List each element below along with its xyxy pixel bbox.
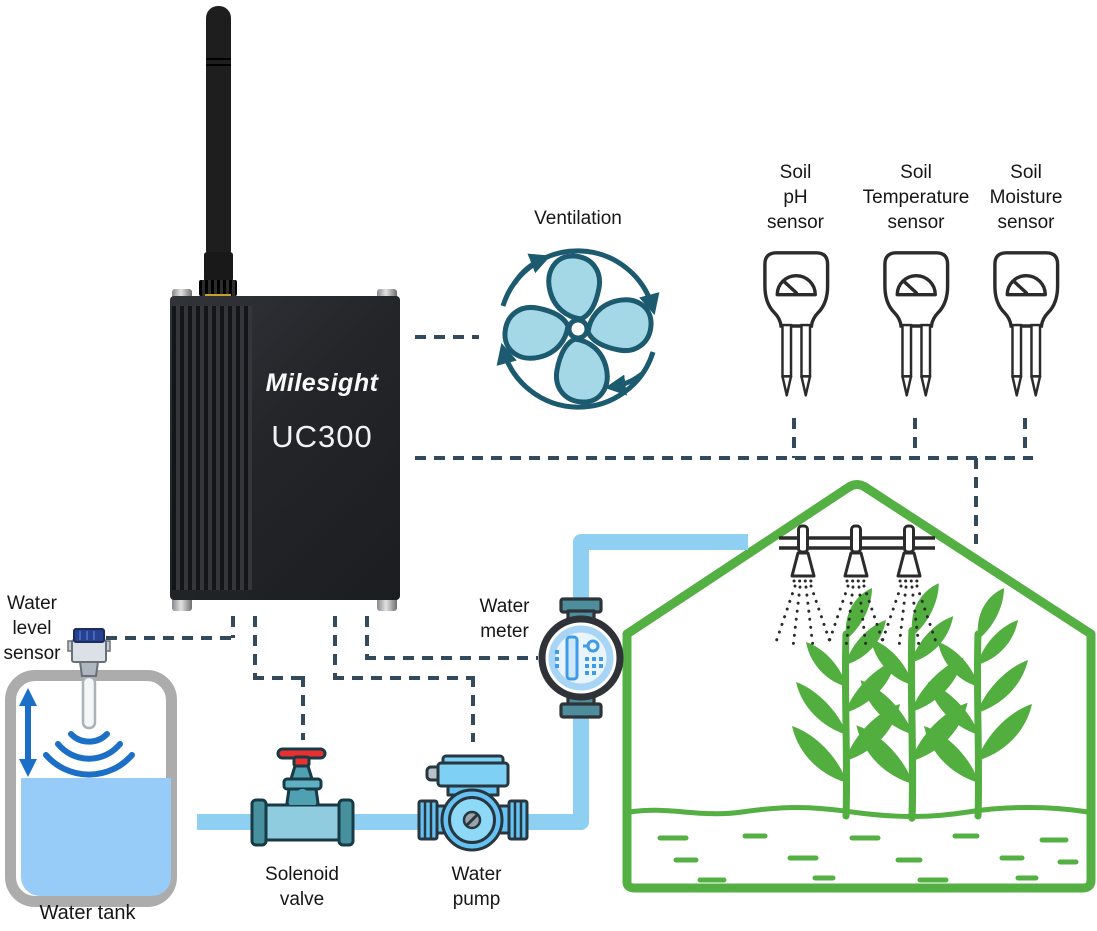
level-range-arrow-icon <box>19 688 37 777</box>
antenna-groove <box>206 58 231 60</box>
water-pump-label: Water pump <box>451 864 502 910</box>
soil-dashes <box>657 833 1079 883</box>
uc300-model-label: UC300 <box>271 419 373 454</box>
link-pump-horizontal <box>333 676 475 680</box>
antenna-ferrule <box>204 252 233 282</box>
soil-moisture-sensor-label: Soil Moisture sensor <box>989 162 1063 233</box>
link-uc300-soil-sensors <box>415 456 1033 460</box>
link-water-level-sensor <box>106 636 235 640</box>
soil-line <box>627 805 1091 819</box>
water-tank-label: Water tank <box>39 902 136 924</box>
link-uc300-ventilation <box>415 335 479 339</box>
soil-moisture-sensor-icon <box>993 251 1060 398</box>
link-meter-horizontal <box>365 656 538 660</box>
uc300-heatsink-ribs <box>172 306 252 590</box>
greenhouse <box>622 480 1096 893</box>
sprinkler-line <box>773 524 939 649</box>
water-meter-icon <box>538 597 624 719</box>
link-drop-greenhouse <box>974 458 978 544</box>
link-stub-meter <box>365 616 369 658</box>
water-meter-label: Water meter <box>479 596 530 642</box>
water-level-sensor-icon <box>67 628 111 730</box>
antenna-rod <box>206 6 231 254</box>
link-stub-water-level <box>231 616 235 638</box>
link-drop-valve <box>301 676 305 740</box>
water-tank-water-level <box>21 778 171 896</box>
link-drop-pump <box>471 676 475 742</box>
link-drop-soil-ph <box>792 418 796 458</box>
uc300-foot-bottom-right <box>377 597 397 611</box>
soil-ph-sensor-label: Soil pH sensor <box>766 162 825 233</box>
link-valve-horizontal <box>253 676 305 680</box>
soil-temperature-sensor-icon <box>883 251 950 398</box>
plants <box>792 583 1032 818</box>
soil-temperature-sensor-label: Soil Temperature sensor <box>862 162 970 233</box>
uc300-foot-bottom-left <box>172 597 192 611</box>
soil-ph-sensor-icon <box>763 251 830 398</box>
antenna-groove <box>206 64 231 66</box>
link-stub-pump <box>333 616 337 678</box>
link-drop-soil-temperature <box>913 418 917 458</box>
uc300-brand-logo: Milesight <box>265 369 379 397</box>
level-waves-icon <box>43 731 135 778</box>
solenoid-valve-label: Solenoid valve <box>265 864 339 910</box>
ventilation-label: Ventilation <box>534 208 622 229</box>
water-pump-icon <box>417 754 529 852</box>
link-stub-valve <box>253 616 257 678</box>
link-drop-soil-moisture <box>1023 418 1027 458</box>
ventilation-fan-icon <box>496 248 660 410</box>
solenoid-valve-icon <box>250 747 355 847</box>
water-level-sensor-label: Water level sensor <box>3 593 61 664</box>
antenna-nut <box>199 280 237 296</box>
